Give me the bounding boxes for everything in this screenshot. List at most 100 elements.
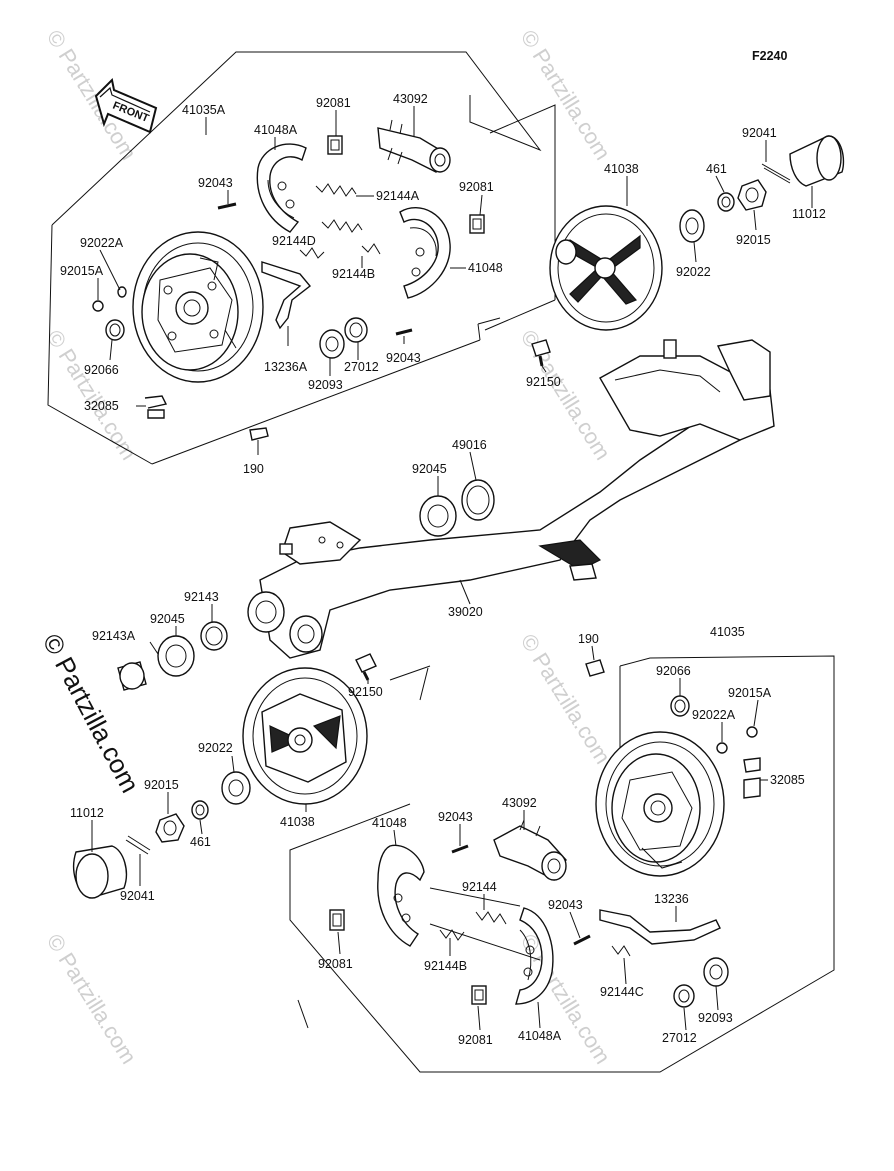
label-92081: 92081 <box>458 1033 493 1047</box>
label-13236: 13236 <box>654 892 689 906</box>
center-seal-49016 <box>461 479 495 521</box>
upper-cap-11012 <box>789 135 845 187</box>
upper-brake-shoe-41048 <box>399 207 451 299</box>
label-92144B: 92144B <box>424 959 467 973</box>
watermark-text-large: © Partzilla.com <box>37 629 146 798</box>
lower-brake-drum-41038 <box>242 667 368 805</box>
bolt-92150-top <box>531 339 551 367</box>
label-92015A: 92015A <box>60 264 104 278</box>
label-32085: 32085 <box>770 773 805 787</box>
lower-small-parts-right <box>585 659 761 799</box>
label-92041: 92041 <box>120 889 155 903</box>
label-92093: 92093 <box>308 378 343 392</box>
label-43092: 43092 <box>393 92 428 106</box>
center-bearing-92045 <box>419 495 457 537</box>
label-41035: 41035 <box>710 625 745 639</box>
upper-nut-92015 <box>737 179 767 211</box>
label-92093: 92093 <box>698 1011 733 1025</box>
label-41038: 41038 <box>604 162 639 176</box>
label-92041: 92041 <box>742 126 777 140</box>
left-bushing-92143A <box>117 661 147 691</box>
figure-code: F2240 <box>752 49 787 63</box>
watermark-text: © Partzilla.com <box>42 325 142 464</box>
part-labels: 41035A 41048A 92081 43092 92043 92144A 9… <box>60 92 826 1047</box>
label-92045: 92045 <box>150 612 185 626</box>
bolt-92150-mid <box>355 653 377 681</box>
watermark-text: © Partzilla.com <box>42 929 142 1068</box>
watermark-text: © Partzilla.com <box>516 629 616 768</box>
label-92045: 92045 <box>412 462 447 476</box>
front-arrow-icon: FRONT <box>94 77 158 134</box>
label-92144A: 92144A <box>376 189 420 203</box>
lower-brake-panel <box>595 731 725 877</box>
label-41048A: 41048A <box>518 1029 562 1043</box>
label-92150: 92150 <box>526 375 561 389</box>
watermark-text: © Partzilla.com <box>516 325 616 464</box>
label-92022A: 92022A <box>692 708 736 722</box>
lower-brake-shoe-41048A <box>515 907 554 1005</box>
label-49016: 49016 <box>452 438 487 452</box>
label-41035A: 41035A <box>182 103 226 117</box>
label-92081: 92081 <box>316 96 351 110</box>
label-41048A: 41048A <box>254 123 298 137</box>
lower-clip-92081-right <box>471 985 487 1005</box>
label-92022: 92022 <box>676 265 711 279</box>
lower-brake-shoe-41048 <box>377 844 425 947</box>
label-32085: 32085 <box>84 399 119 413</box>
label-92043: 92043 <box>386 351 421 365</box>
lower-bushing-27012 <box>673 984 695 1008</box>
lower-pins <box>451 844 591 946</box>
lower-washer-92022 <box>221 771 251 805</box>
axle-housing-39020 <box>247 339 775 659</box>
left-bearing-92045 <box>157 635 195 677</box>
label-92144: 92144 <box>462 880 497 894</box>
label-190: 190 <box>578 632 599 646</box>
upper-brake-shoe-41048A <box>256 143 307 233</box>
label-41048: 41048 <box>372 816 407 830</box>
label-92144B: 92144B <box>332 267 375 281</box>
label-92022: 92022 <box>198 741 233 755</box>
label-11012: 11012 <box>70 806 104 820</box>
label-43092: 43092 <box>502 796 537 810</box>
label-39020: 39020 <box>448 605 483 619</box>
label-92022A: 92022A <box>80 236 124 250</box>
upper-brake-cam-43092 <box>377 119 451 173</box>
watermark-text: © Partzilla.com <box>516 25 616 164</box>
label-92015A: 92015A <box>728 686 772 700</box>
upper-brake-drum-41038 <box>549 205 663 331</box>
label-190: 190 <box>243 462 264 476</box>
upper-brake-assembly-frame <box>47 51 556 465</box>
label-92150: 92150 <box>348 685 383 699</box>
lower-nut-92015 <box>155 813 185 843</box>
lower-cap-11012 <box>72 845 128 899</box>
leader-lines <box>91 106 813 1031</box>
label-92081: 92081 <box>318 957 353 971</box>
label-92015: 92015 <box>144 778 179 792</box>
label-92143: 92143 <box>184 590 219 604</box>
lower-clip-92081-left <box>329 909 345 931</box>
label-461: 461 <box>190 835 211 849</box>
label-13236A: 13236A <box>264 360 308 374</box>
lower-bushing-92093 <box>703 957 729 987</box>
label-92144C: 92144C <box>600 985 644 999</box>
label-92081: 92081 <box>459 180 494 194</box>
label-27012: 27012 <box>662 1031 697 1045</box>
upper-cotter-pin-92041 <box>761 163 791 184</box>
left-bushing-92143 <box>200 621 228 651</box>
label-92144D: 92144D <box>272 234 316 248</box>
upper-washer-92022 <box>679 209 705 243</box>
lower-brake-cam-43092 <box>493 819 567 881</box>
lower-washer-461 <box>191 800 209 820</box>
lower-lever-13236 <box>599 909 721 945</box>
label-92043: 92043 <box>198 176 233 190</box>
upper-springs <box>299 183 381 259</box>
upper-small-parts <box>92 286 269 455</box>
label-92066: 92066 <box>656 664 691 678</box>
upper-clip-92081-right <box>469 214 485 234</box>
label-92043: 92043 <box>438 810 473 824</box>
label-41038: 41038 <box>280 815 315 829</box>
upper-lever-13236A <box>261 261 312 330</box>
upper-brake-panel <box>132 231 264 383</box>
